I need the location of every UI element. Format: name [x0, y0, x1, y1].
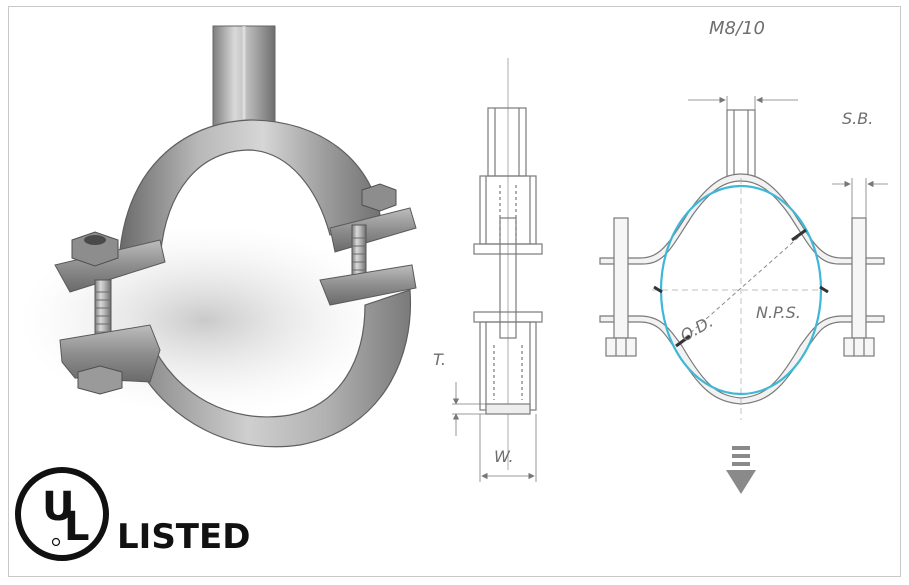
thickness-label: T. — [433, 350, 446, 369]
rod-size-label: M8/10 — [709, 18, 765, 39]
left-flange-upper — [54, 239, 166, 293]
front-left-nut — [605, 337, 637, 357]
upper-band — [119, 119, 381, 261]
left-bottom-nut — [77, 365, 123, 395]
front-right-nut — [843, 337, 875, 357]
side-bolt — [499, 217, 517, 339]
front-lower-band — [599, 315, 885, 405]
width-label: W. — [494, 447, 514, 466]
load-direction-arrow-icon — [726, 446, 756, 494]
front-upper-band — [599, 173, 885, 265]
clamp-3d-render — [20, 25, 417, 448]
outside-diameter-label: O.D. — [677, 312, 716, 346]
front-right-bolt — [851, 217, 867, 339]
ul-listed-logo: U L LISTED — [15, 467, 250, 561]
lower-band — [139, 289, 412, 448]
right-flange-lower — [319, 264, 417, 306]
screw-bolt-label: S.B. — [842, 109, 873, 128]
listed-text: LISTED — [117, 517, 250, 557]
clamp-front-view — [599, 96, 888, 420]
right-top-nut — [361, 183, 397, 212]
side-socket — [487, 107, 527, 177]
left-top-nut — [71, 231, 119, 267]
nominal-pipe-size-label: N.P.S. — [756, 303, 801, 322]
ul-mark-u: U — [42, 484, 74, 530]
front-rod-socket — [726, 109, 756, 179]
diameter-leaders — [653, 228, 829, 348]
ul-mark-l: L — [64, 504, 90, 550]
front-left-bolt — [613, 217, 629, 339]
ul-circle — [15, 467, 109, 561]
left-flange-lower — [59, 324, 161, 383]
clamp-side-view — [452, 58, 543, 482]
